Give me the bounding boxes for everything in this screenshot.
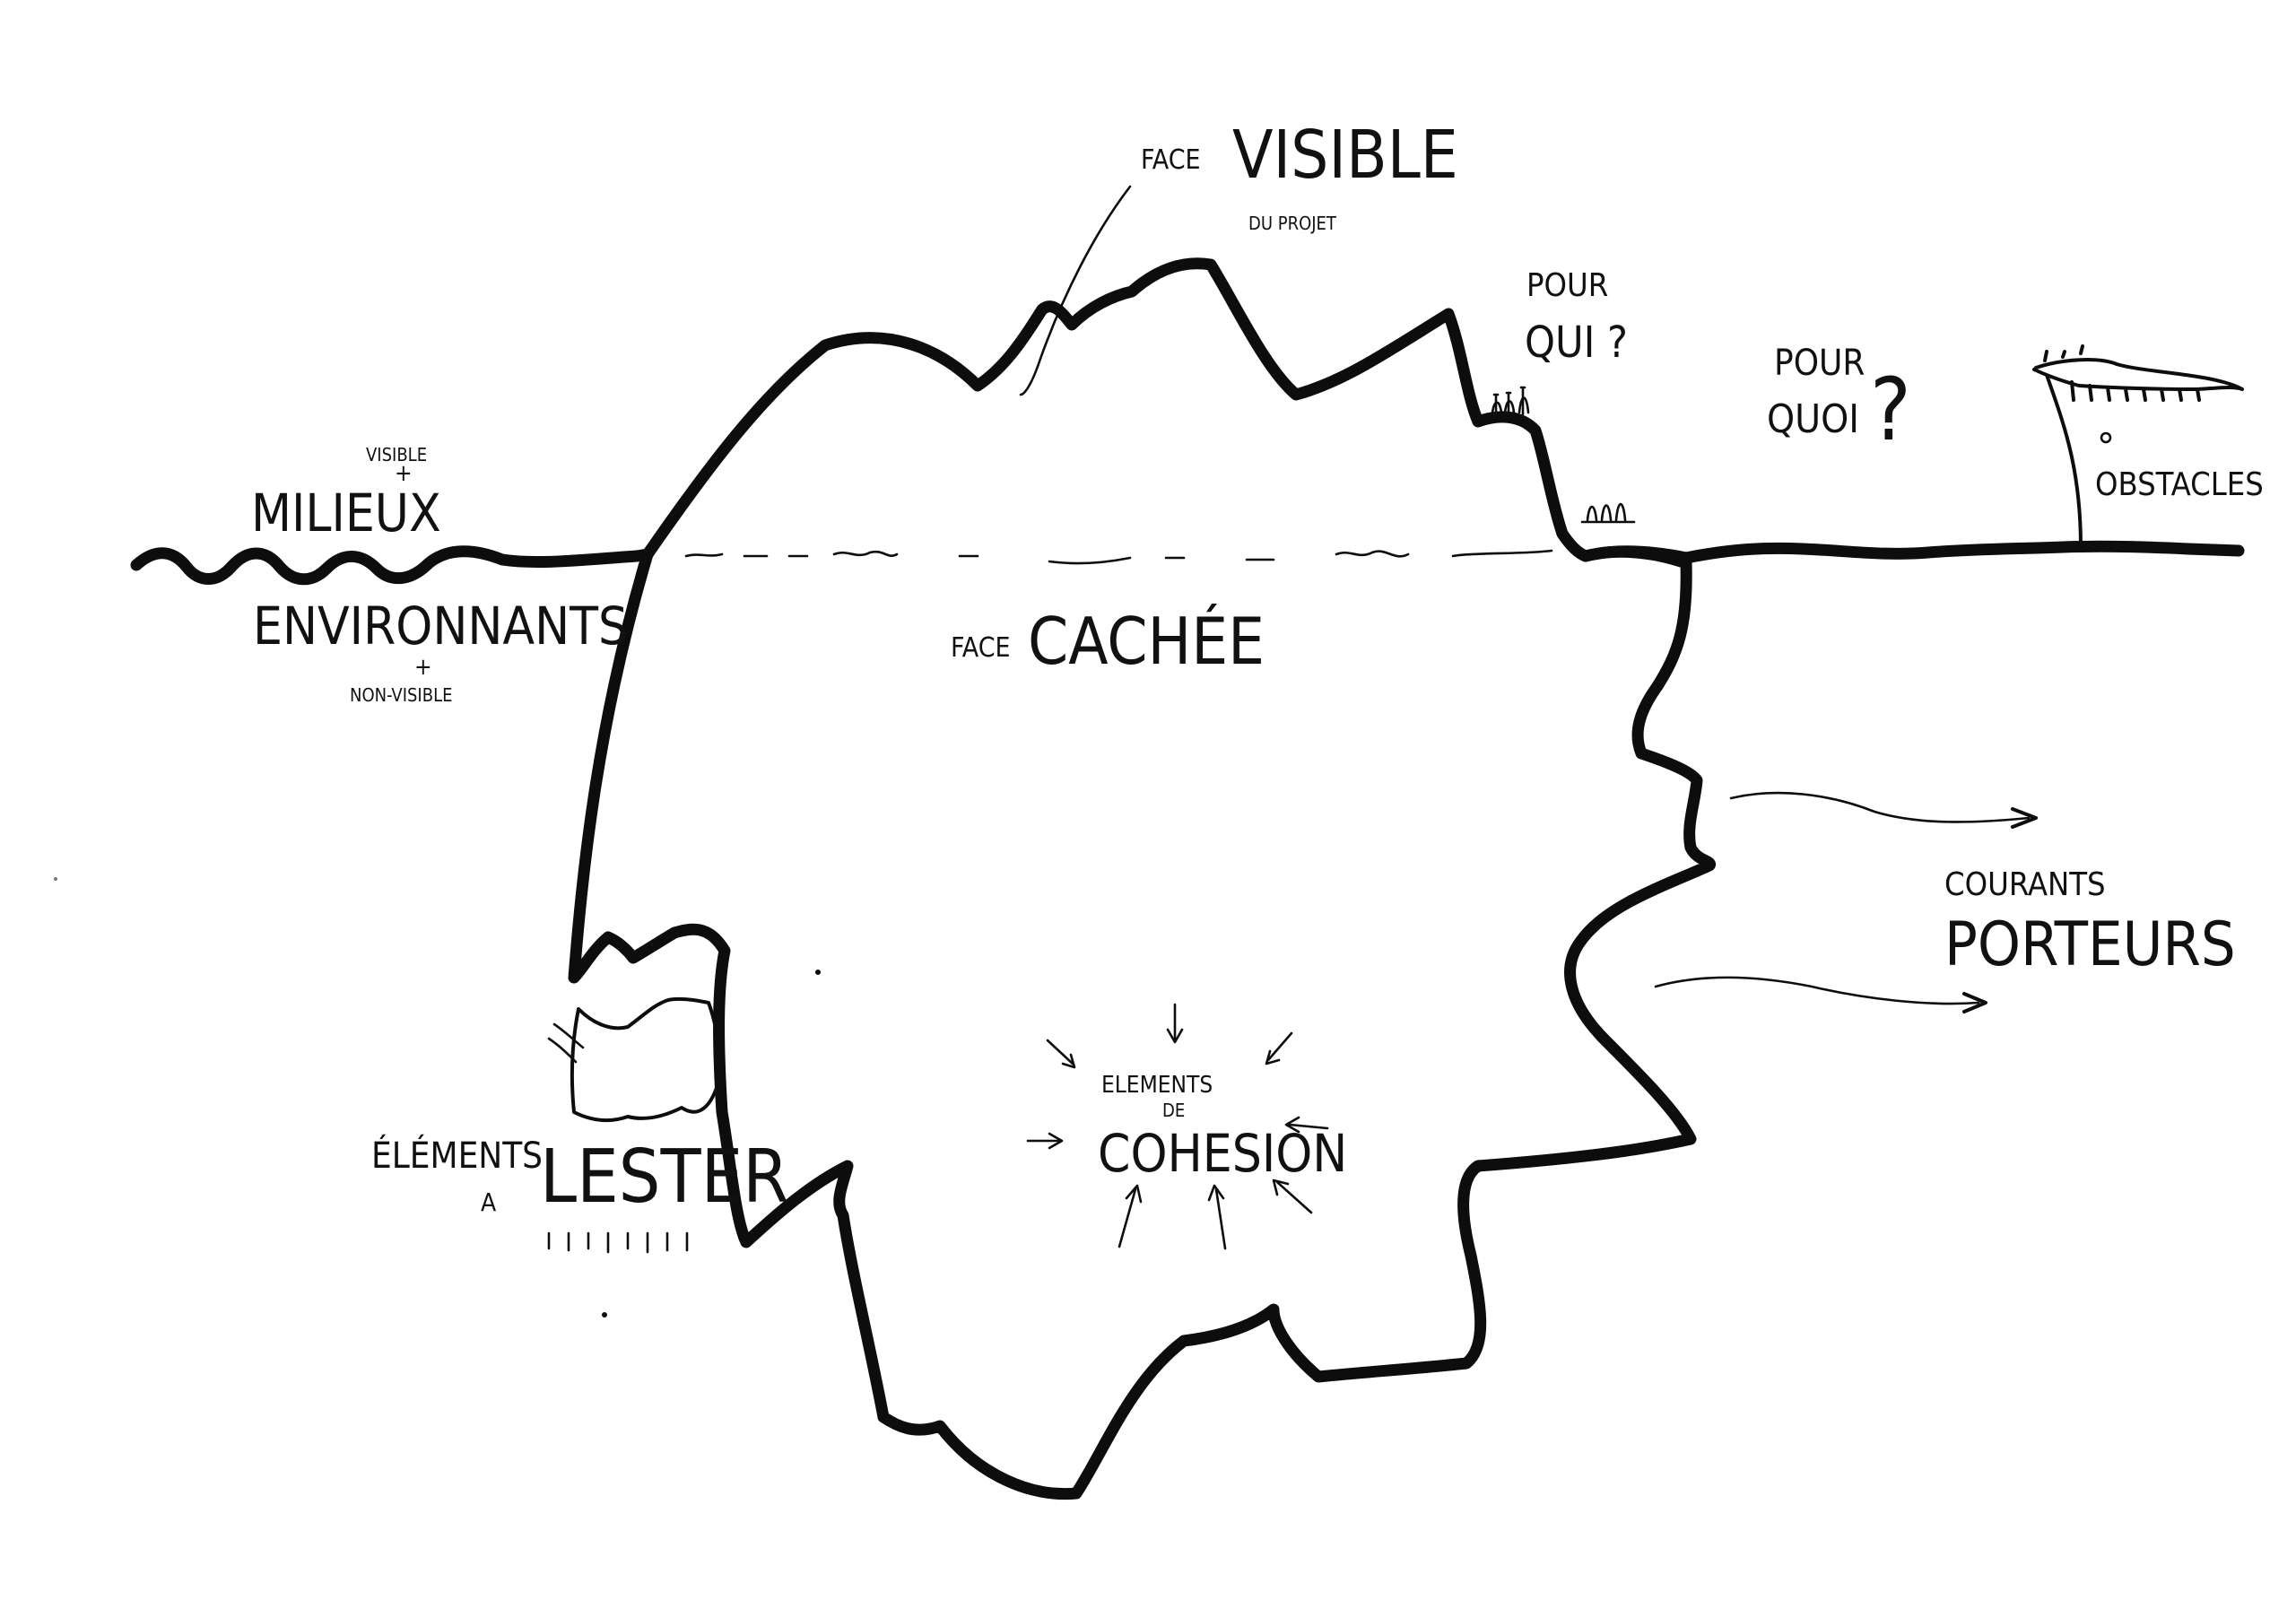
- pour-quoi-line1: POUR: [1774, 343, 1865, 384]
- waterline-dashes: [684, 549, 1553, 565]
- visible-plus-sign: +: [395, 460, 413, 487]
- non-visible-label: NON-VISIBLE: [350, 684, 452, 706]
- ink-dot: [815, 970, 821, 975]
- face-cachee-small-label: FACE: [951, 632, 1011, 664]
- obstacles-label: OBSTACLES: [2095, 466, 2264, 503]
- cachee-title: CACHÉE: [1028, 604, 1265, 679]
- visible-title: VISIBLE: [1232, 117, 1458, 194]
- cohesion-title: COHESION: [1098, 1123, 1347, 1184]
- ballast-shape: [570, 996, 721, 1123]
- ballast-motion-lines: [547, 1022, 585, 1064]
- pour-qui-line2: QUI ?: [1525, 317, 1628, 368]
- ink-dot: [602, 1312, 607, 1318]
- non-plus-sign: +: [414, 654, 432, 681]
- porteurs-label: PORTEURS: [1944, 909, 2236, 980]
- surface-line-right: [1579, 540, 2245, 564]
- pour-qui-line1: POUR: [1526, 267, 1608, 304]
- lester-title: LESTER: [540, 1135, 788, 1220]
- ship-porthole-icon: [2100, 431, 2112, 444]
- environnants-label: ENVIRONNANTS: [253, 596, 628, 657]
- cohesion-line2: DE: [1162, 1100, 1185, 1121]
- du-projet-label: DU PROJET: [1248, 213, 1337, 234]
- elements-a-lester-line2: A: [481, 1187, 497, 1217]
- elements-a-lester-line1: ÉLÉMENTS: [371, 1134, 543, 1177]
- pour-quoi-line2: QUOI: [1767, 396, 1859, 442]
- cohesion-arrows: [1026, 1003, 1329, 1250]
- visible-small-label: VISIBLE: [366, 444, 427, 465]
- people-group-top-icon: [1491, 386, 1530, 416]
- courants-label: COURANTS: [1944, 866, 2106, 903]
- face-visible-small-label: FACE: [1141, 144, 1201, 176]
- iceberg-outline: [568, 257, 1717, 1500]
- cohesion-line1: ELEMENTS: [1101, 1072, 1213, 1099]
- pour-quoi-question-mark: ?: [1870, 360, 1911, 460]
- people-group-bottom-icon: [1580, 502, 1636, 524]
- ink-dot: [54, 877, 57, 881]
- drip-lines: [547, 1231, 689, 1254]
- visible-pointer-line: [1019, 185, 1132, 396]
- milieux-label: MILIEUX: [251, 483, 441, 544]
- ship-icon: [2032, 344, 2244, 549]
- current-arrows: [1654, 791, 2038, 1013]
- surface-line-left: [130, 545, 654, 586]
